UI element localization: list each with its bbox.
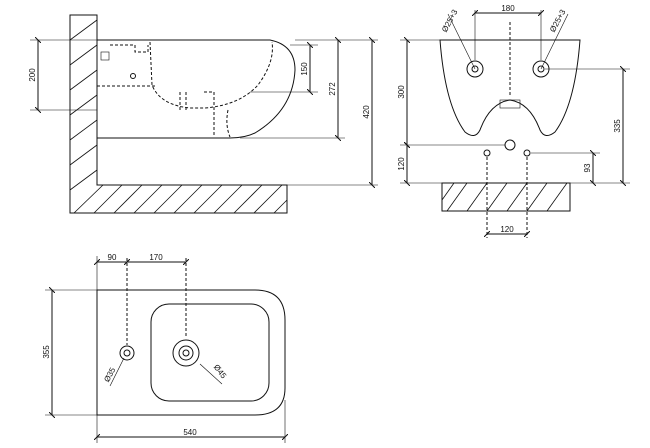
side-hole xyxy=(130,73,136,79)
side-view: 200 150 272 420 xyxy=(28,14,378,214)
supply-point-right xyxy=(523,149,531,157)
dim-300: 300 xyxy=(397,85,406,99)
dim-540: 540 xyxy=(183,428,197,437)
dim-335: 335 xyxy=(613,119,622,133)
bidet-side-profile xyxy=(97,39,296,139)
floor-hatch xyxy=(441,182,568,212)
wall-hatch xyxy=(69,19,288,214)
bowl-top xyxy=(150,303,270,402)
dim-200: 200 xyxy=(28,68,37,82)
wall-outline xyxy=(69,14,288,214)
bowl-inner-dashed xyxy=(149,41,273,109)
mounting-hole-left xyxy=(466,60,484,78)
dim-120-bottom: 120 xyxy=(500,225,514,234)
dim-180: 180 xyxy=(501,4,515,13)
drain-point xyxy=(504,139,516,151)
dim-120-left: 120 xyxy=(397,157,406,171)
dim-90: 90 xyxy=(108,253,117,262)
rear-view: Ø25+3 Ø25+3 180 300 120 xyxy=(397,4,630,238)
dim-420: 420 xyxy=(362,105,371,119)
supply-point-left xyxy=(483,149,491,157)
tap-hole xyxy=(119,345,135,361)
dim-272: 272 xyxy=(328,82,337,96)
bidet-top-outline xyxy=(96,289,286,416)
dim-hole-left: Ø25+3 xyxy=(440,8,460,34)
dim-170: 170 xyxy=(149,253,163,262)
top-view: 90 170 355 540 Ø35 Ø45 xyxy=(42,253,285,443)
dim-355: 355 xyxy=(42,345,51,359)
dim-35: Ø35 xyxy=(102,366,117,384)
drain-hole xyxy=(172,339,200,367)
dim-150: 150 xyxy=(300,62,309,76)
dim-93: 93 xyxy=(583,163,592,172)
dim-45: Ø45 xyxy=(212,363,229,381)
floor-block xyxy=(441,182,571,212)
